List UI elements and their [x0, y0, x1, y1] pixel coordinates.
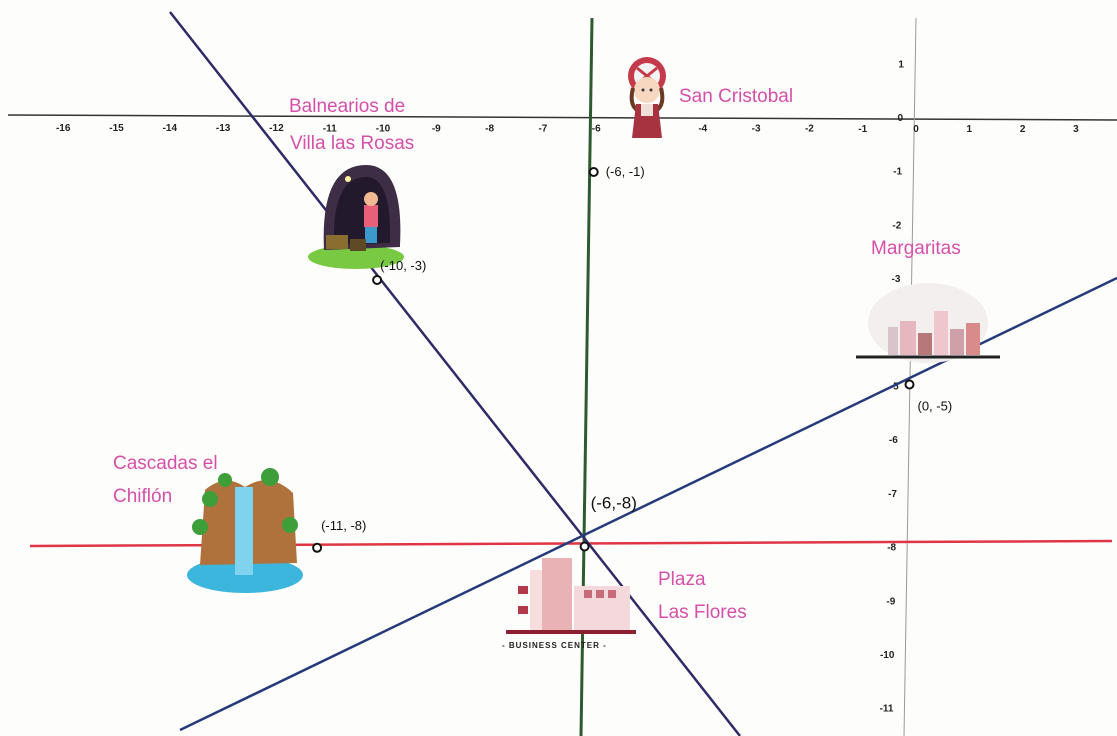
waterfall-icon — [187, 468, 303, 593]
business-center-caption: - BUSINESS CENTER - — [502, 641, 607, 650]
x-tick-label: -7 — [538, 123, 547, 134]
x-tick-label: -16 — [56, 123, 71, 134]
x-tick-label: 0 — [913, 124, 919, 135]
y-tick-label: -8 — [887, 543, 896, 554]
y-tick-label: -3 — [891, 274, 900, 285]
x-tick-label: -9 — [432, 123, 441, 134]
label-cascadas-line1: Cascadas el — [113, 453, 218, 474]
point-label: (0, -5) — [918, 399, 953, 414]
y-tick-label: 1 — [898, 59, 904, 70]
point-marker — [904, 379, 915, 390]
business-center-icon — [506, 558, 636, 634]
x-tick-label: -15 — [109, 123, 124, 134]
girl-icon — [628, 57, 666, 138]
y-tick-label: -7 — [888, 489, 897, 500]
y-tick-label: 0 — [897, 113, 903, 124]
x-tick-label: -13 — [216, 123, 231, 134]
y-tick-label: -11 — [880, 704, 894, 715]
point-marker — [312, 542, 323, 553]
point-label: (-10, -3) — [380, 258, 426, 273]
y-tick-label: -1 — [893, 167, 902, 178]
point-label: (-6,-8) — [591, 494, 637, 513]
x-tick-label: -4 — [698, 124, 707, 135]
label-balnearios-line1: Balnearios de — [289, 96, 405, 117]
x-tick-label: -10 — [376, 123, 391, 134]
x-tick-label: 1 — [967, 124, 973, 135]
x-tick-label: -11 — [323, 123, 337, 134]
y-tick-label: -9 — [886, 596, 895, 607]
point-marker — [588, 167, 599, 177]
points-layer: (-6, -1) (-10, -3) (0, -5) (-11, -8) (-6,-8) — [312, 164, 953, 553]
point-marker — [372, 275, 383, 285]
hot-springs-cave-icon — [308, 165, 404, 269]
descending-line — [169, 11, 741, 736]
label-plaza-line2: Las Flores — [658, 602, 747, 623]
x-tick-label: -14 — [163, 123, 178, 134]
x-tick-label: 3 — [1073, 124, 1079, 135]
point-label: (-6, -1) — [606, 164, 645, 179]
x-axis — [7, 114, 1117, 121]
y-tick-label: -6 — [889, 435, 898, 446]
x-axis-tick-labels: -16-15-14-13-12-11-10-9-8-7-6-5-4-3-2-10… — [56, 123, 1079, 135]
x-tick-label: -3 — [752, 124, 761, 135]
x-tick-label: -1 — [858, 124, 867, 135]
x-tick-label: -2 — [805, 124, 814, 135]
x-tick-label: -8 — [485, 123, 494, 134]
label-margaritas: Margaritas — [871, 238, 961, 259]
y-tick-label: -10 — [880, 650, 895, 661]
label-plaza-line1: Plaza — [658, 569, 706, 590]
label-san-cristobal: San Cristobal — [679, 86, 793, 107]
label-cascadas-line2: Chiflón — [113, 486, 172, 507]
point-marker — [579, 541, 590, 552]
point-label: (-11, -8) — [321, 518, 366, 533]
y-tick-label: -2 — [892, 220, 901, 231]
x-tick-label: -12 — [269, 123, 284, 134]
x-tick-label: 2 — [1020, 124, 1026, 135]
x-tick-label: -6 — [592, 124, 601, 135]
label-balnearios-line2: Villa las Rosas — [290, 133, 414, 154]
city-skyline-icon — [856, 283, 1000, 363]
y-tick-label: -5 — [890, 382, 899, 393]
